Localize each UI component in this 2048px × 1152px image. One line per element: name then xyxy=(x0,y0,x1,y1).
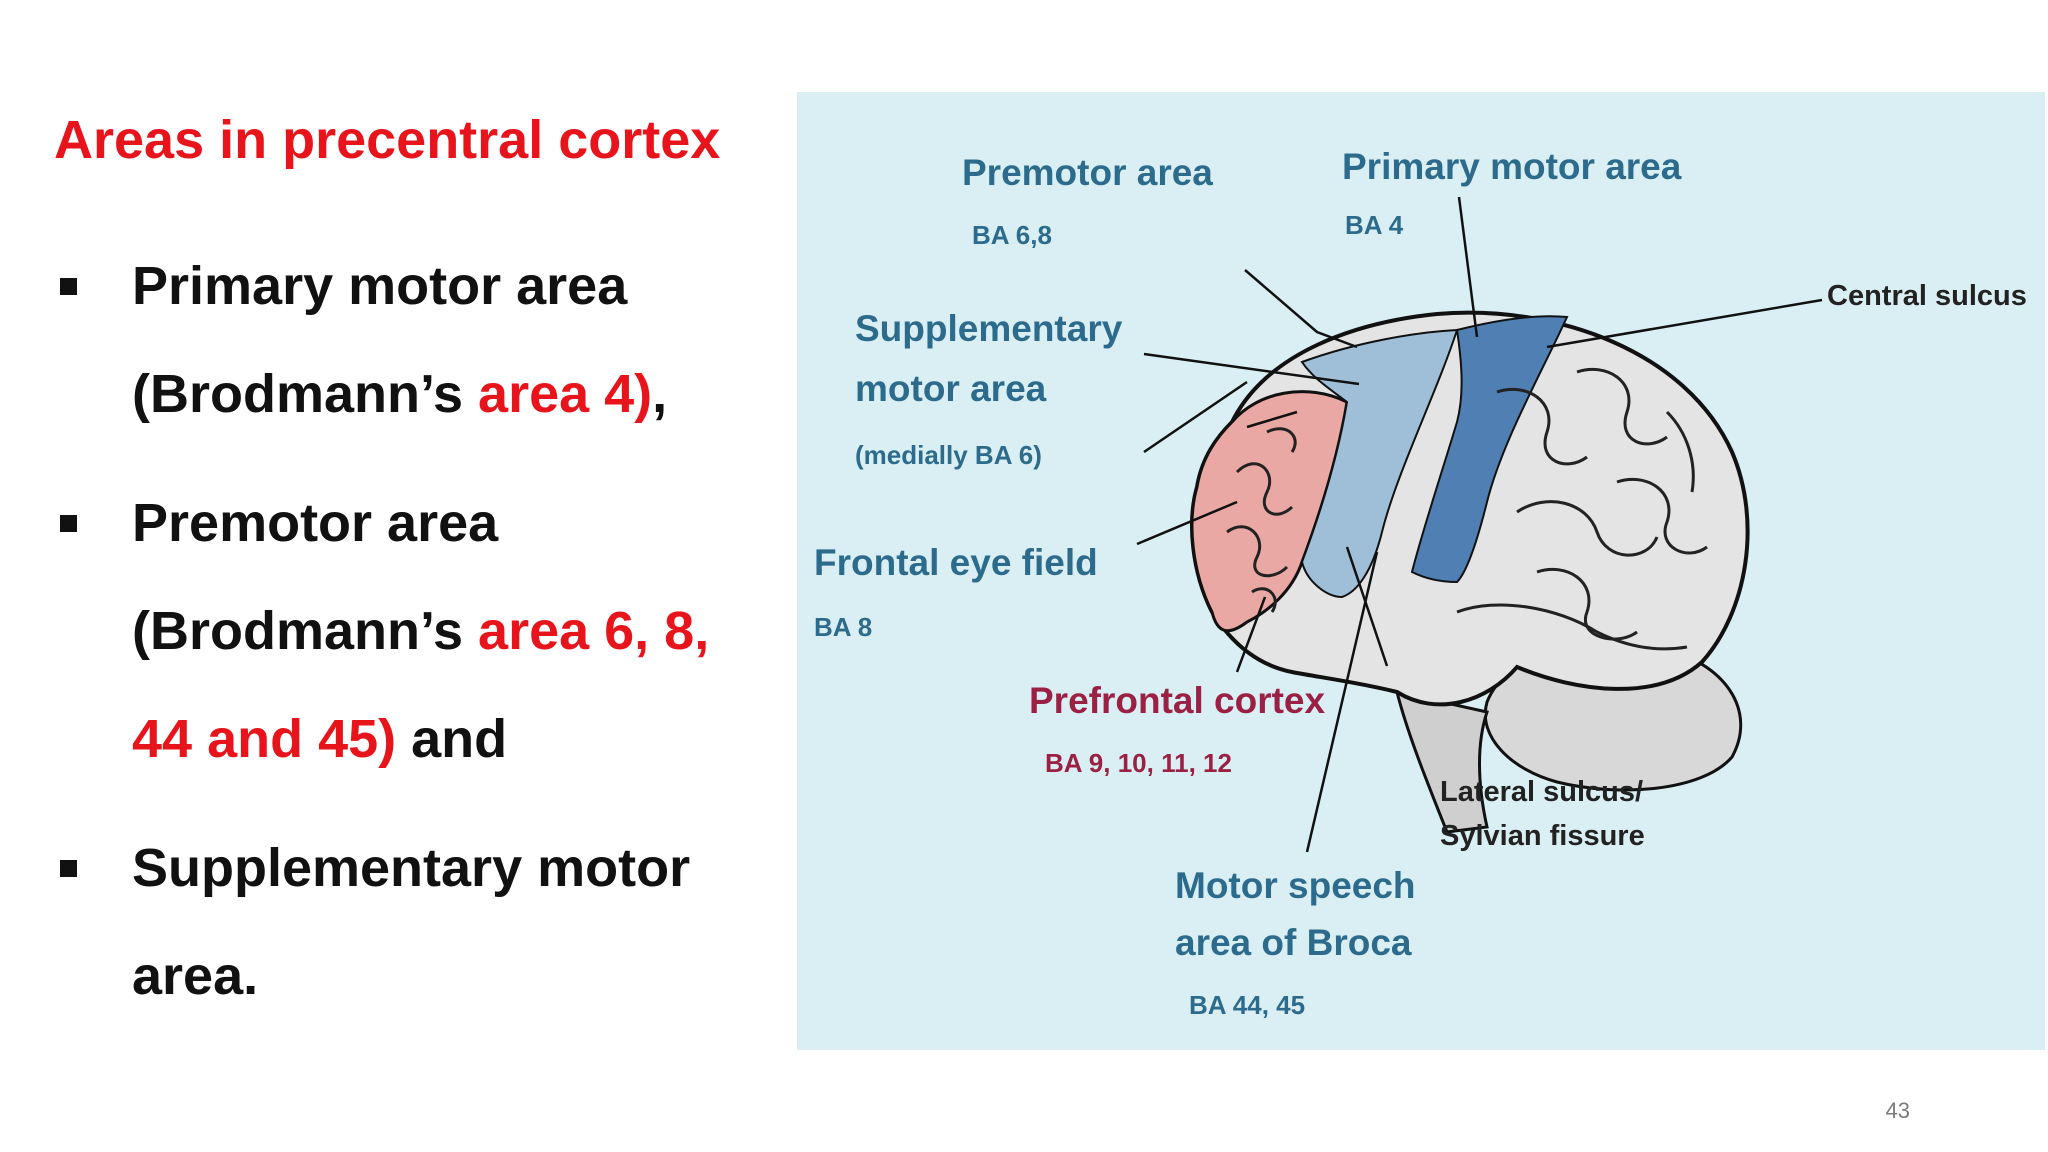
square-bullet-icon xyxy=(60,515,77,532)
label-central-sulcus: Central sulcus xyxy=(1827,280,2027,312)
label-primary-motor-area: Primary motor area xyxy=(1342,146,1682,187)
label-supplementary-ba: (medially BA 6) xyxy=(855,440,1042,470)
label-primary-motor-ba: BA 4 xyxy=(1345,210,1404,240)
bullet-supplementary: Supplementary motor area. xyxy=(54,814,744,1030)
label-premotor-ba: BA 6,8 xyxy=(972,220,1052,250)
label-prefrontal-cortex: Prefrontal cortex xyxy=(1029,680,1326,721)
bullet-line: Supplementary motor xyxy=(132,838,691,898)
label-broca-line1: Motor speech xyxy=(1175,865,1416,906)
page-number: 43 xyxy=(1885,1098,1910,1123)
bullet-line: Primary motor area xyxy=(132,256,628,316)
label-premotor-area: Premotor area xyxy=(962,152,1213,193)
bullet-line: (Brodmann’s area 4), xyxy=(132,364,668,424)
label-lateral-sulcus-line2: Sylvian fissure xyxy=(1440,820,1645,852)
bullet-primary-motor: Primary motor area (Brodmann’s area 4), xyxy=(54,232,744,448)
label-frontal-eye-ba: BA 8 xyxy=(814,612,873,642)
bullet-list: Primary motor area (Brodmann’s area 4), … xyxy=(54,232,744,1030)
label-supplementary-line2: motor area xyxy=(855,368,1047,409)
label-supplementary-line1: Supplementary xyxy=(855,308,1123,349)
slide-heading: Areas in precentral cortex xyxy=(54,110,721,170)
brain-diagram: Premotor area BA 6,8 Primary motor area … xyxy=(797,92,2045,1050)
bullet-line: area. xyxy=(132,946,259,1006)
label-prefrontal-ba: BA 9, 10, 11, 12 xyxy=(1045,748,1232,778)
bullet-line: 44 and 45) and xyxy=(132,709,508,769)
bullet-line: (Brodmann’s area 6, 8, xyxy=(132,601,710,661)
label-broca-ba: BA 44, 45 xyxy=(1189,990,1306,1020)
label-broca-line2: area of Broca xyxy=(1175,922,1412,963)
square-bullet-icon xyxy=(60,860,77,877)
label-frontal-eye-field: Frontal eye field xyxy=(814,542,1098,583)
brain-illustration xyxy=(1136,196,1823,853)
square-bullet-icon xyxy=(60,278,77,295)
bullet-premotor: Premotor area (Brodmann’s area 6, 8, 44 … xyxy=(54,469,744,793)
bullet-line: Premotor area xyxy=(132,493,499,553)
label-lateral-sulcus-line1: Lateral sulcus/ xyxy=(1440,776,1644,808)
